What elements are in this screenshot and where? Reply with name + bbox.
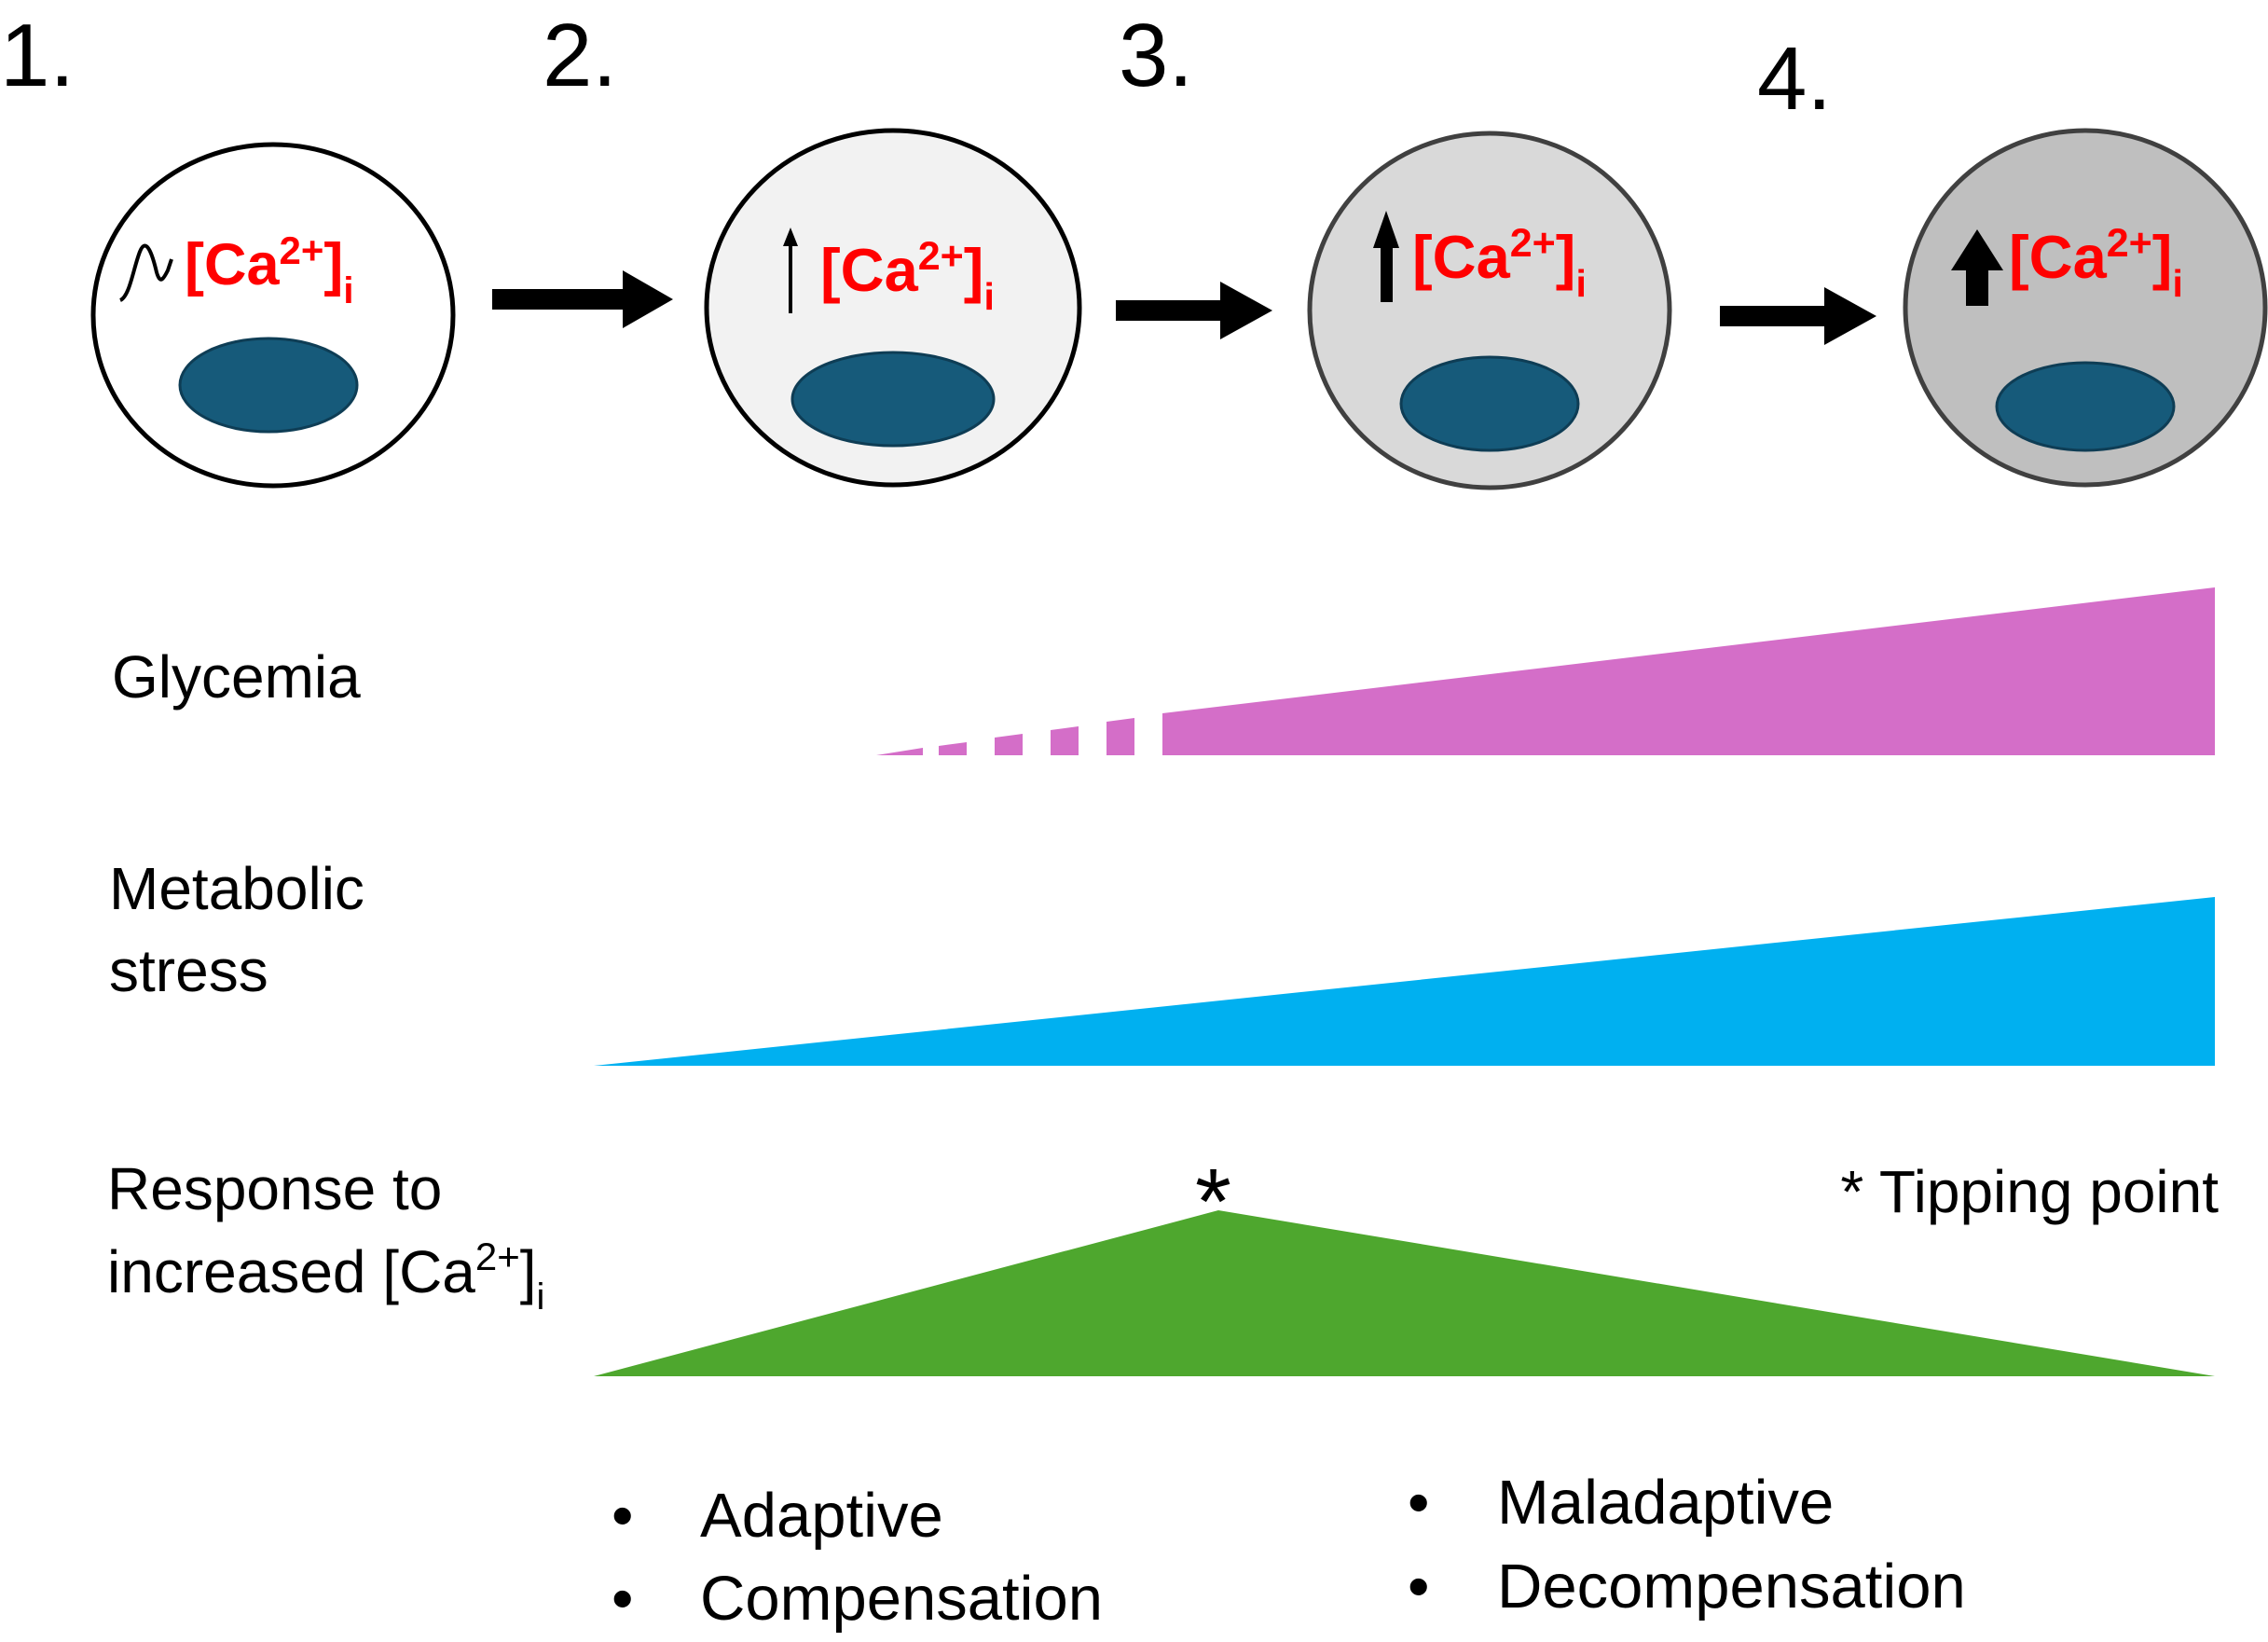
outcome-adaptive: Adaptive (700, 1481, 943, 1551)
cell-3-nucleus (1399, 355, 1580, 452)
large-up-arrow-icon (1951, 229, 2003, 306)
calcium-label-3: [Ca2+]i (1412, 221, 1587, 305)
glycemia-wedge-dash-5 (1107, 718, 1134, 755)
oscillation-icon (118, 243, 173, 302)
glycemia-wedge-dash-1 (876, 748, 923, 755)
metabolic-stress-label-line1: Metabolic (109, 855, 364, 922)
metabolic-stress-wedge (594, 897, 2215, 1066)
cell-3: [Ca2+]i (1307, 131, 1672, 490)
step-number-4: 4. (1757, 29, 1832, 129)
calcium-label-4: [Ca2+]i (2009, 221, 2183, 305)
tipping-point-legend: * Tipping point (1840, 1158, 2219, 1225)
outcome-decompensation: Decompensation (1497, 1552, 1966, 1621)
glycemia-wedge (876, 587, 2215, 755)
outcomes-right-list: • Maladaptive • Decompensation (1408, 1468, 1966, 1621)
bullet: • (1408, 1552, 1429, 1621)
cell-2: [Ca2+]i (704, 128, 1082, 488)
outcome-maladaptive: Maladaptive (1497, 1468, 1834, 1538)
cell-3-membrane (1307, 131, 1672, 490)
step-number-2: 2. (543, 6, 617, 105)
bullet: • (612, 1564, 633, 1634)
cell-4-membrane (1903, 128, 2268, 488)
step-number-1: 1. (0, 6, 75, 105)
glycemia-wedge-dash-2 (939, 742, 967, 755)
glycemia-label: Glycemia (112, 643, 361, 711)
glycemia-wedge-dash-3 (995, 734, 1023, 755)
calcium-label-2: [Ca2+]i (820, 234, 995, 318)
cell-2-nucleus (790, 351, 996, 448)
calcium-label-1: [Ca2+]i (185, 228, 354, 311)
cell-4-nucleus (1995, 361, 2176, 452)
medium-up-arrow-icon (1373, 211, 1399, 302)
response-label-line2: increased [Ca2+]i (107, 1235, 544, 1318)
response-label-line1: Response to (107, 1155, 442, 1222)
bullet: • (1408, 1468, 1429, 1538)
tipping-point-marker: * (1195, 1150, 1231, 1254)
step-number-3: 3. (1119, 6, 1193, 105)
metabolic-stress-label-line2: stress (109, 937, 268, 1004)
cell-1-membrane (90, 142, 456, 489)
cell-1-nucleus (178, 337, 359, 434)
response-triangle (594, 1210, 2215, 1376)
cell-1: [Ca2+]i (90, 142, 456, 489)
glycemia-wedge-solid (1162, 587, 2215, 755)
outcomes-left-list: • Adaptive • Compensation (612, 1481, 1103, 1634)
progression-arrow-3 (1720, 287, 1876, 345)
progression-arrow-2 (1116, 282, 1272, 339)
small-up-arrow-icon (783, 228, 798, 313)
glycemia-wedge-dash-4 (1051, 726, 1079, 755)
outcome-compensation: Compensation (700, 1564, 1103, 1634)
bullet: • (612, 1481, 633, 1551)
progression-arrow-1 (492, 270, 673, 328)
cell-4: [Ca2+]i (1903, 128, 2268, 488)
